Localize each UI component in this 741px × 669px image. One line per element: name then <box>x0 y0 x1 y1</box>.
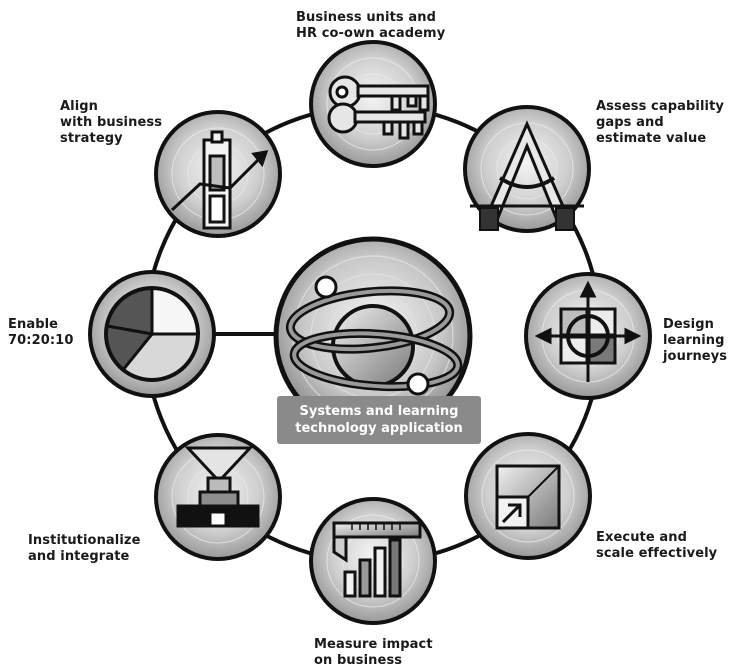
node-measure <box>309 497 437 625</box>
funnel-icon <box>176 446 260 528</box>
crosshair-icon <box>534 280 642 382</box>
step-label-co-own: Business units and HR co-own academy <box>296 10 446 41</box>
step-label-execute: Execute and scale effectively <box>596 530 718 561</box>
growth-icon <box>170 130 269 230</box>
step-label-enable: Enable 70:20:10 <box>8 317 74 348</box>
orbit-icon <box>285 275 463 396</box>
center-label: Systems and learning technology applicat… <box>277 396 481 444</box>
pie-icon <box>104 286 200 382</box>
step-label-align: Align with business strategy <box>60 99 163 146</box>
keys-icon <box>327 75 430 140</box>
step-label-design: Design learning journeys <box>663 317 728 364</box>
step-label-institutionalize: Institutionalize and integrate <box>28 533 141 564</box>
compass-icon <box>470 120 584 231</box>
step-label-assess: Assess capability gaps and estimate valu… <box>596 99 724 146</box>
scale-icon <box>495 464 561 530</box>
caliper-icon <box>332 521 422 598</box>
step-label-measure: Measure impact on business <box>314 637 433 668</box>
